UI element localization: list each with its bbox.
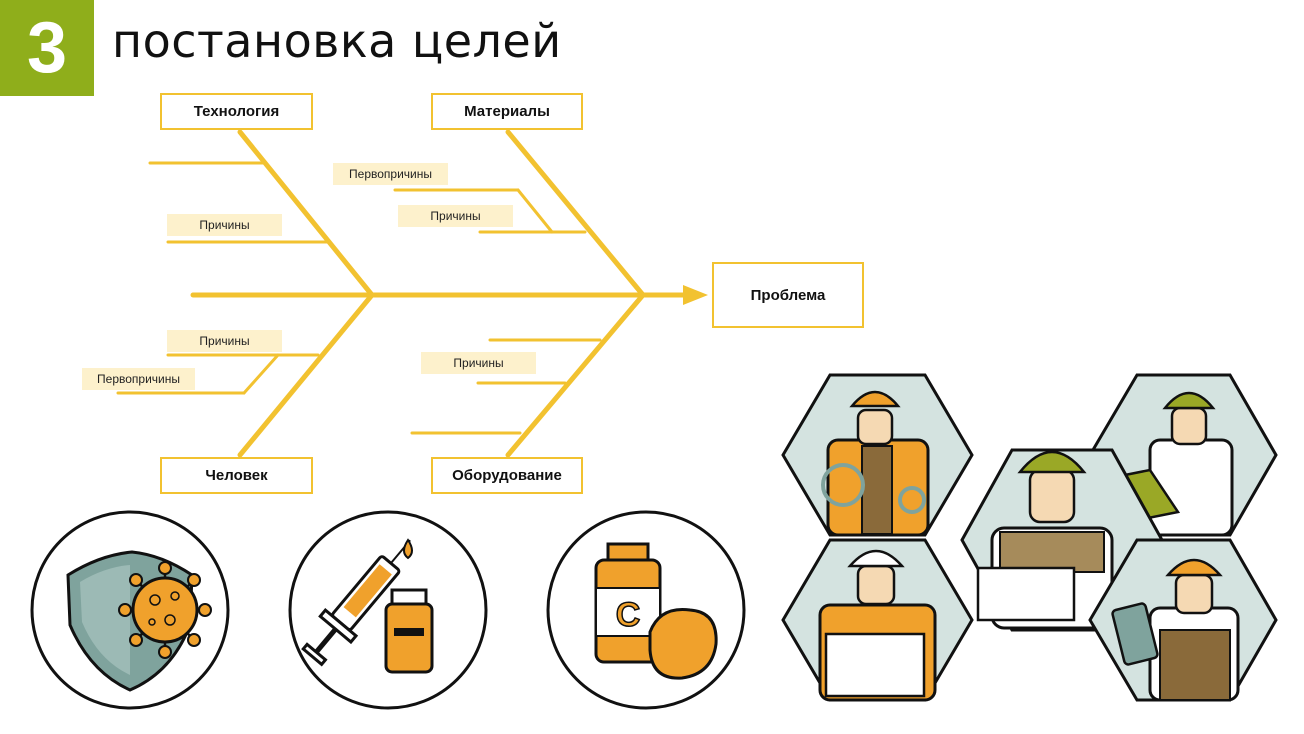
slide-title: постановка целей xyxy=(112,14,562,68)
cause-tag-tr: Причины xyxy=(398,205,513,227)
worker-with-cable-icon xyxy=(781,373,974,537)
bone-top-right xyxy=(505,129,646,298)
category-box-materials: Материалы xyxy=(431,93,583,130)
effect-box-problem: Проблема xyxy=(712,262,864,328)
worker-with-tablet-icon xyxy=(1088,538,1278,702)
rib-bl-2b xyxy=(242,353,280,395)
shield-virus-icon xyxy=(30,510,230,710)
engineer-with-drawings-icon xyxy=(960,448,1164,632)
step-badge: 3 xyxy=(0,0,94,96)
cause-tag-tl: Причины xyxy=(167,214,282,236)
spine-arrowhead xyxy=(683,285,708,305)
root-cause-tag-tr: Первопричины xyxy=(333,163,448,185)
bone-bottom-left xyxy=(237,292,375,458)
bone-bottom-right xyxy=(505,292,646,458)
category-box-human: Человек xyxy=(160,457,313,494)
workers-cluster xyxy=(781,373,1278,702)
cause-tag-bl: Причины xyxy=(167,330,282,352)
worker-with-blueprint-icon xyxy=(781,538,974,702)
category-box-equipment: Оборудование xyxy=(431,457,583,494)
rib-tr-2b xyxy=(516,188,554,234)
bone-top-left xyxy=(237,129,375,298)
root-cause-tag-bl: Первопричины xyxy=(82,368,195,390)
svg-text:C: C xyxy=(616,596,641,634)
vitamin-c-lemon-icon: C xyxy=(546,510,746,710)
cause-tag-br: Причины xyxy=(421,352,536,374)
syringe-vial-icon xyxy=(288,510,488,710)
category-box-technology: Технология xyxy=(160,93,313,130)
